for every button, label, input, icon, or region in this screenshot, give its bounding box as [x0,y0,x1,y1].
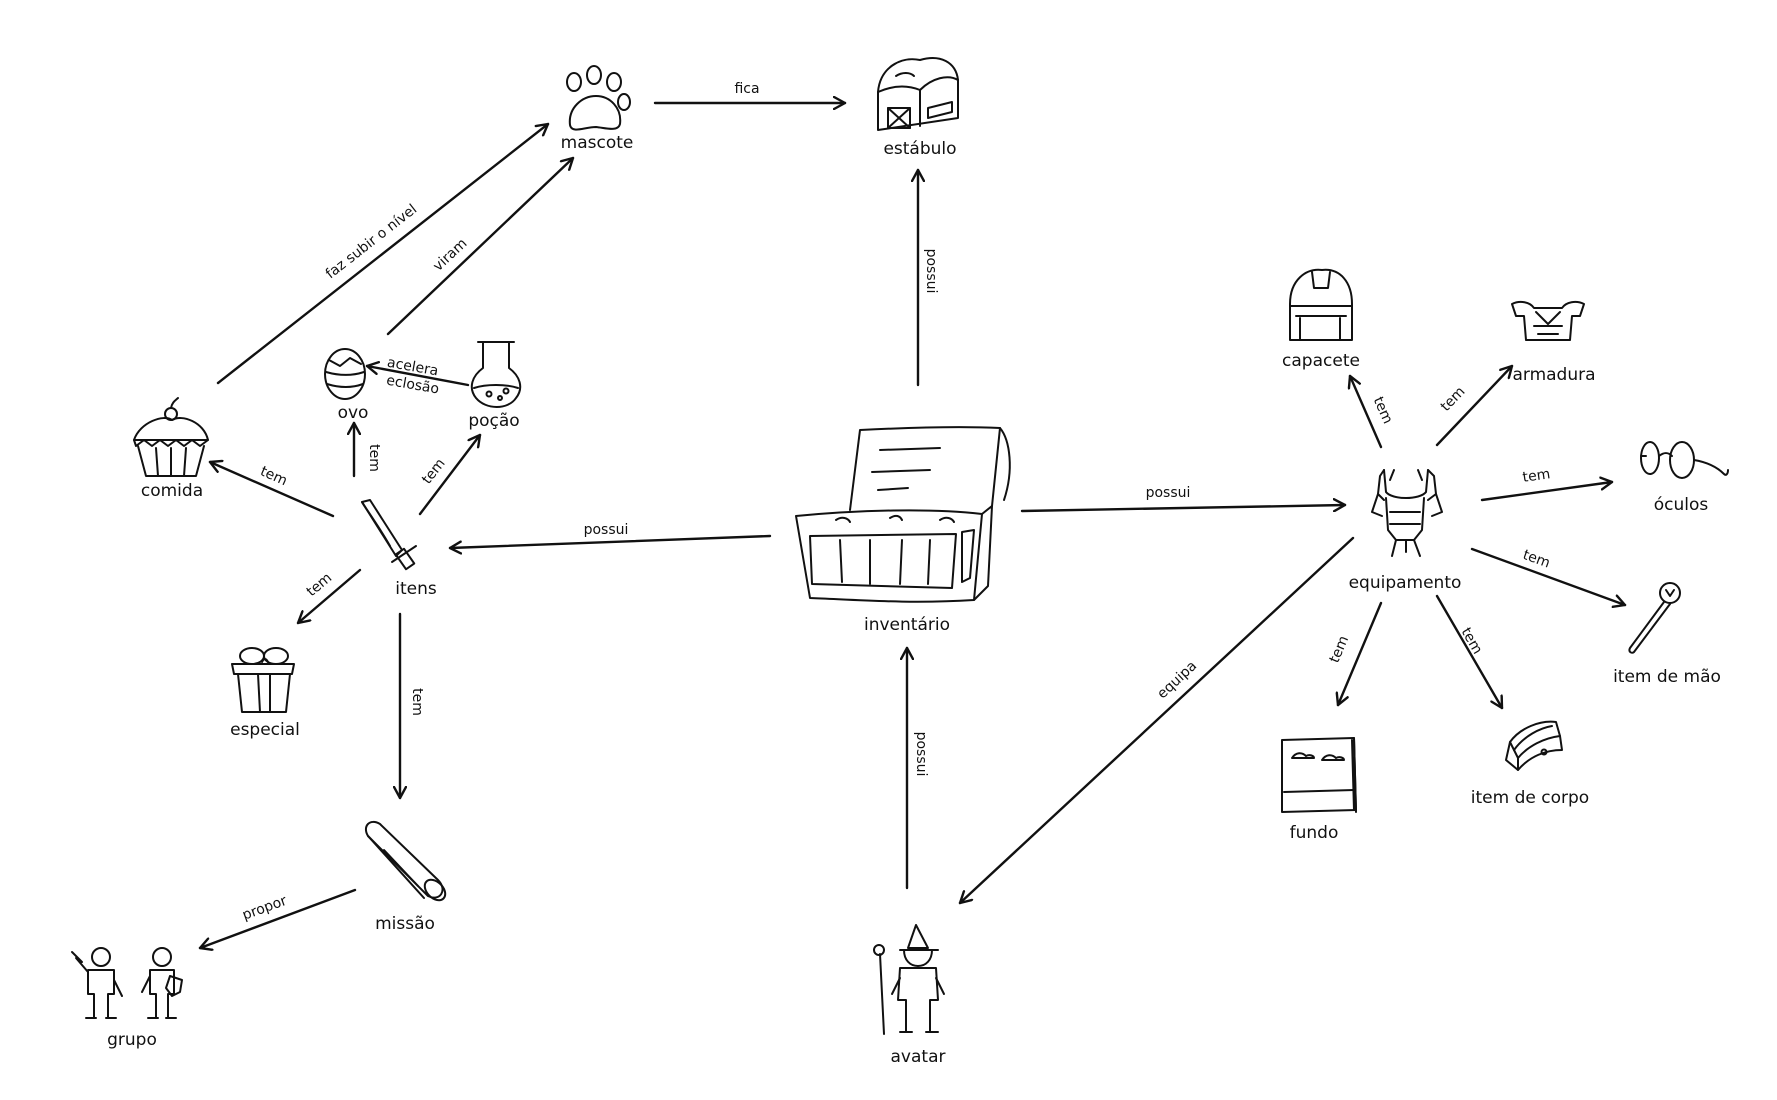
node-label-avatar: avatar [891,1047,946,1067]
edge-equipamento-avatar [958,536,1355,905]
node-fundo: fundo [1281,737,1357,843]
node-armadura: armadura [1511,300,1596,385]
node-label-grupo: grupo [107,1030,157,1050]
node-grupo: grupo [71,947,183,1050]
edge-equipamento-item-de-corpo [1435,594,1504,710]
edge-equipamento-item-de-mao [1470,547,1627,605]
node-label-item-de-mao: item de mão [1613,667,1721,687]
node-equipamento: equipamento [1349,469,1462,593]
edge-label-propor: propor [240,893,289,924]
node-label-missao: missão [375,914,435,934]
edge-label-itens-missao: tem [409,688,425,716]
node-oculos: óculos [1640,441,1729,515]
edge-label-viram: viram [430,236,470,275]
edge-equipamento-oculos [1480,482,1614,502]
edge-itens-comida [208,462,335,518]
node-item-de-corpo: item de corpo [1471,720,1589,808]
edge-label-equipamento-armadura: tem [1438,384,1469,415]
edge-label-inventario-equipamento: possui [1146,485,1191,501]
edge-equipamento-armadura [1435,364,1514,447]
sword-icon [361,499,417,571]
node-ovo: ovo [324,348,369,423]
node-missao: missão [364,820,447,934]
node-especial: especial [230,647,300,740]
edge-label-fica: fica [734,81,759,97]
paw-icon [566,65,631,131]
node-label-ovo: ovo [338,403,369,423]
node-label-comida: comida [141,481,203,501]
node-label-mascote: mascote [561,133,634,153]
edges [198,103,1627,948]
edge-label-faz-subir-o-nivel: faz subir o nível [323,201,420,282]
edge-label-equipamento-fundo: tem [1327,634,1353,666]
edge-inventario-equipamento [1020,505,1347,511]
edge-equipamento-fundo [1338,601,1383,707]
edge-label-inventario-itens: possui [584,522,629,538]
barn-icon [877,57,959,131]
edge-pocao-ovo [365,366,470,387]
treasure-chest-icon [795,426,1011,603]
node-label-inventario: inventário [864,615,950,635]
node-inventario: inventário [795,426,1011,635]
edge-missao-grupo [198,888,357,948]
node-avatar: avatar [873,924,946,1067]
edge-label-equipamento-oculos: tem [1522,466,1552,486]
node-label-estabulo: estábulo [883,139,956,159]
belt-icon [1505,720,1563,771]
wizard-avatar-icon [873,924,945,1035]
node-label-itens: itens [395,579,437,599]
edge-itens-pocao [418,433,482,516]
armor-icon [1511,300,1585,341]
node-capacete: capacete [1282,268,1360,371]
egg-icon [324,348,366,400]
cupcake-icon [133,397,209,477]
node-label-oculos: óculos [1654,495,1709,515]
node-estabulo: estábulo [877,57,959,159]
node-label-especial: especial [230,720,300,740]
gift-box-icon [231,647,295,713]
node-item-de-mao: item de mão [1613,582,1721,687]
edge-equipamento-capacete [1350,374,1383,449]
node-comida: comida [133,397,209,501]
edge-inventario-itens [448,534,772,548]
node-label-pocao: poção [468,411,519,431]
edge-label-avatar-inventario: possui [913,732,929,777]
node-itens: itens [361,499,437,599]
edge-comida-mascote [216,122,550,385]
edge-label-itens-ovo: tem [366,444,382,472]
potion-flask-icon [470,341,522,408]
armor-suit-icon [1371,469,1443,557]
edge-label-inventario-estabulo: possui [923,249,939,294]
node-pocao: poção [468,341,522,431]
scroll-icon [364,820,447,902]
background-frame-icon [1281,737,1357,813]
node-label-equipamento: equipamento [1349,573,1462,593]
edge-itens-especial [296,568,362,625]
edge-label-equipamento-capacete: tem [1370,394,1396,426]
glasses-icon [1640,441,1729,479]
node-label-fundo: fundo [1290,823,1339,843]
edge-label-equipa: equipa [1154,658,1200,702]
wand-icon [1628,582,1681,654]
helmet-icon [1289,268,1353,341]
node-label-armadura: armadura [1512,365,1595,385]
node-label-item-de-corpo: item de corpo [1471,788,1589,808]
node-label-capacete: capacete [1282,351,1360,371]
group-people-icon [71,947,183,1019]
edge-ovo-mascote [386,156,575,336]
node-mascote: mascote [561,65,634,153]
